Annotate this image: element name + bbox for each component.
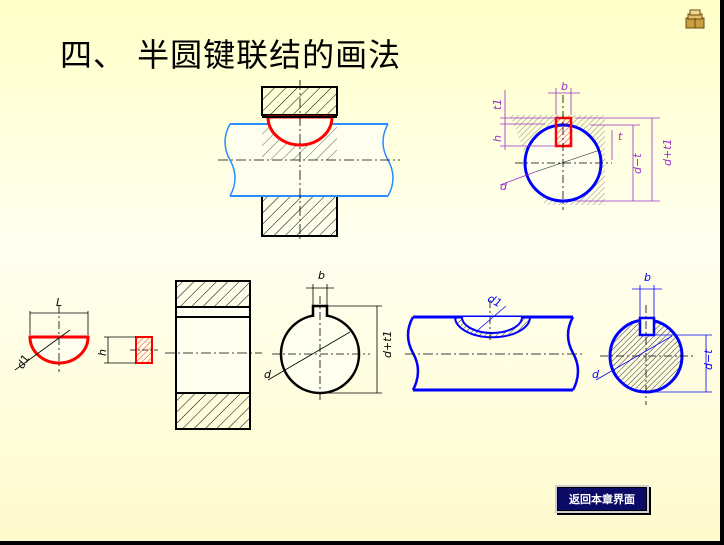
dim-b-top: b: [561, 80, 568, 93]
assembly-front-view: [218, 80, 400, 242]
key-front-view: L d1: [14, 296, 90, 372]
dim-h-top: h: [491, 135, 504, 142]
dim-t1-top: t1: [491, 99, 504, 110]
dim-b-shaft: b: [644, 271, 651, 284]
hub-front-view: [165, 280, 262, 430]
dim-d-shaft: d: [592, 368, 600, 381]
shaft-front-view: d1: [405, 292, 583, 392]
dim-d-plus-t1-top: d+t1: [661, 138, 674, 166]
dim-b-hub: b: [318, 269, 325, 282]
return-chapter-button[interactable]: 返回本章界面: [555, 485, 649, 513]
assembly-section-view: b t1 h t d d−t d+t1: [491, 80, 674, 210]
dim-d-plus-t1-hub: d+t1: [381, 330, 394, 358]
key-side-view: h: [96, 336, 158, 364]
dim-d1-shaft: d1: [485, 292, 504, 310]
dim-h-key: h: [96, 349, 109, 356]
slide-title: 四、 半圆键联结的画法: [60, 36, 402, 74]
dim-L: L: [56, 296, 62, 309]
dim-d1-key: d1: [14, 352, 32, 371]
book-icon[interactable]: [684, 8, 706, 30]
dim-d-top: d: [500, 180, 508, 193]
hub-side-view: b d d+t1: [264, 269, 394, 402]
shaft-side-view: b d d−t: [592, 271, 715, 405]
dim-d-hub: d: [264, 368, 272, 381]
dim-d-minus-t-top: d−t: [631, 153, 644, 174]
dim-d-minus-t-shaft: d−t: [702, 349, 715, 370]
dim-t-top: t: [618, 130, 623, 143]
